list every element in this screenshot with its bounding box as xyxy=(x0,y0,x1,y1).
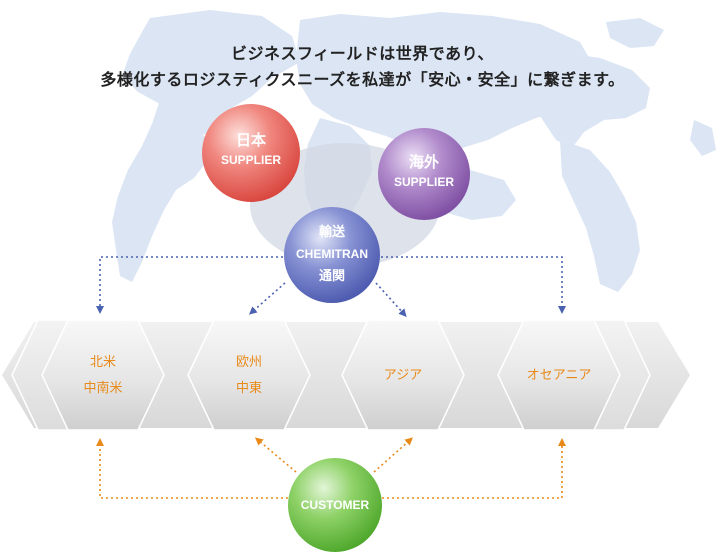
overseas-supplier-line-2: SUPPLIER xyxy=(393,175,454,189)
customer-arrow-americas xyxy=(96,438,288,499)
domestic-supplier-label: 日本 SUPPLIER xyxy=(202,131,300,169)
chemitran-circle xyxy=(284,207,380,303)
domestic-supplier-line-2: SUPPLIER xyxy=(220,153,281,167)
customer-arrow-oceania xyxy=(382,438,566,499)
domestic-supplier-circle xyxy=(202,104,300,202)
chemitran-line-1: 輸送 xyxy=(318,224,345,239)
chemitran-label: 輸送 CHEMITRAN 通関 xyxy=(284,222,380,286)
region-label-americas: 北米 中南米 xyxy=(50,350,156,402)
region-hexagons xyxy=(11,319,651,431)
region-europe-line-1: 欧州 xyxy=(235,355,262,370)
customer-arrows xyxy=(96,437,566,499)
overseas-supplier-line-1: 海外 xyxy=(408,154,439,171)
supply-arrows xyxy=(96,256,566,317)
region-americas-line-2: 中南米 xyxy=(83,381,123,396)
customer-arrow-europe xyxy=(254,437,297,473)
region-label-europe-middle-east: 欧州 中東 xyxy=(196,350,302,402)
domestic-supplier-line-1: 日本 xyxy=(235,132,266,149)
region-oceania-line-1: オセアニア xyxy=(526,368,592,383)
supply-arrow-oceania xyxy=(376,256,566,314)
headline-line-2: 多様化するロジスティクスニーズを私達が「安心・安全」に繋ぎます。 xyxy=(100,70,625,89)
region-europe-line-2: 中東 xyxy=(235,381,262,396)
region-americas-line-1: 北米 xyxy=(89,355,116,370)
supply-arrow-europe xyxy=(248,282,286,315)
customer-label: CUSTOMER xyxy=(300,498,370,512)
customer-circle xyxy=(288,458,382,552)
overseas-supplier-label: 海外 SUPPLIER xyxy=(378,153,470,191)
customer-arrow-asia xyxy=(373,437,413,473)
chemitran-line-3: 通関 xyxy=(318,268,345,283)
region-label-oceania: オセアニア xyxy=(506,363,612,389)
overseas-supplier-circle xyxy=(378,128,470,220)
supply-arrow-asia xyxy=(375,282,407,317)
headline-line-1: ビジネスフィールドは世界であり、 xyxy=(231,44,494,63)
chemitran-line-2: CHEMITRAN xyxy=(296,247,368,261)
region-label-asia: アジア xyxy=(350,363,456,389)
region-asia-line-1: アジア xyxy=(383,368,423,383)
